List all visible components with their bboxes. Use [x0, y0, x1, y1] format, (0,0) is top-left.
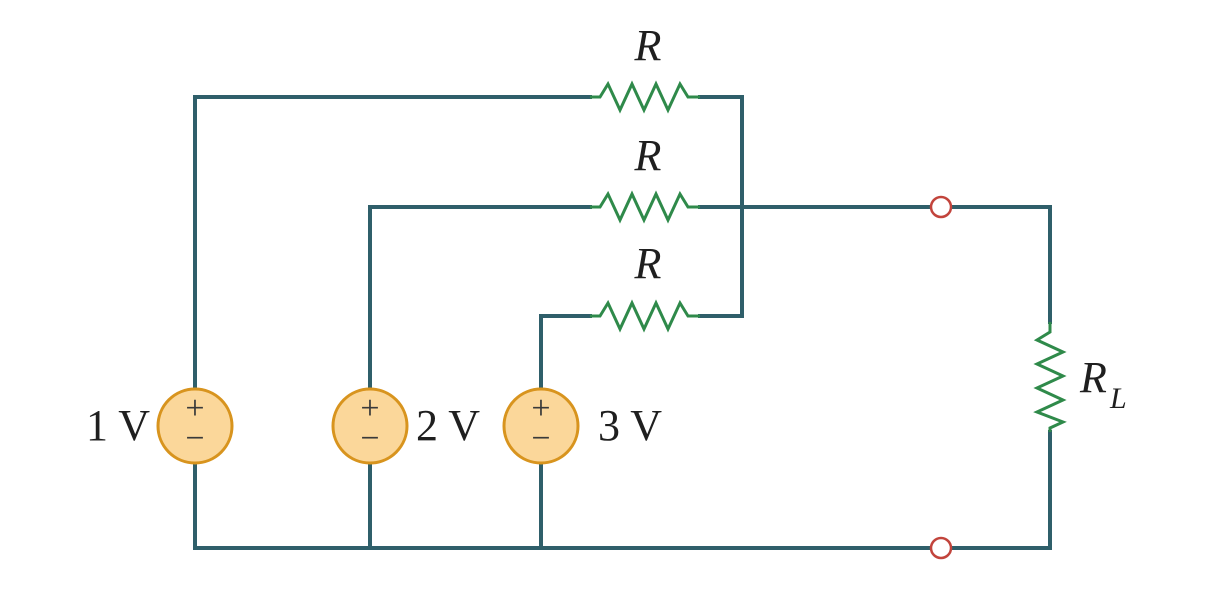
- source-3v-label: 3 V: [598, 401, 662, 450]
- resistor-top: [590, 80, 700, 114]
- load-label-subscript: L: [1109, 382, 1127, 415]
- source-2v-plus: +: [360, 390, 379, 427]
- load-label: R: [1079, 353, 1107, 402]
- resistor-top-label: R: [634, 21, 662, 70]
- resistor-bottom-label: R: [634, 239, 662, 288]
- resistor-middle: [590, 190, 700, 224]
- wire-terminal-to-load-top: [949, 205, 1052, 324]
- source-1v-circle: [156, 387, 234, 465]
- source-1v-minus: −: [185, 420, 204, 457]
- source-3v-plus: +: [531, 390, 550, 427]
- resistor-load: [1033, 322, 1067, 432]
- wire-3v-top: [539, 314, 592, 392]
- terminal-bottom: [929, 536, 953, 560]
- source-2v-minus: −: [360, 420, 379, 457]
- resistor-bottom: [590, 299, 700, 333]
- voltage-source-3v: + −: [502, 387, 580, 465]
- terminal-top: [929, 195, 953, 219]
- voltage-source-2v: + −: [331, 387, 409, 465]
- wire-load-to-bottom-terminal: [949, 430, 1052, 550]
- source-2v-label: 2 V: [416, 401, 480, 450]
- source-3v-minus: −: [531, 420, 550, 457]
- resistor-middle-label: R: [634, 131, 662, 180]
- voltage-source-1v: + −: [156, 387, 234, 465]
- source-1v-plus: +: [185, 390, 204, 427]
- source-2v-circle: [331, 387, 409, 465]
- wire-2v-top: [368, 205, 592, 392]
- wire-1v-top: [193, 95, 592, 392]
- source-3v-circle: [502, 387, 580, 465]
- source-1v-label: 1 V: [86, 401, 150, 450]
